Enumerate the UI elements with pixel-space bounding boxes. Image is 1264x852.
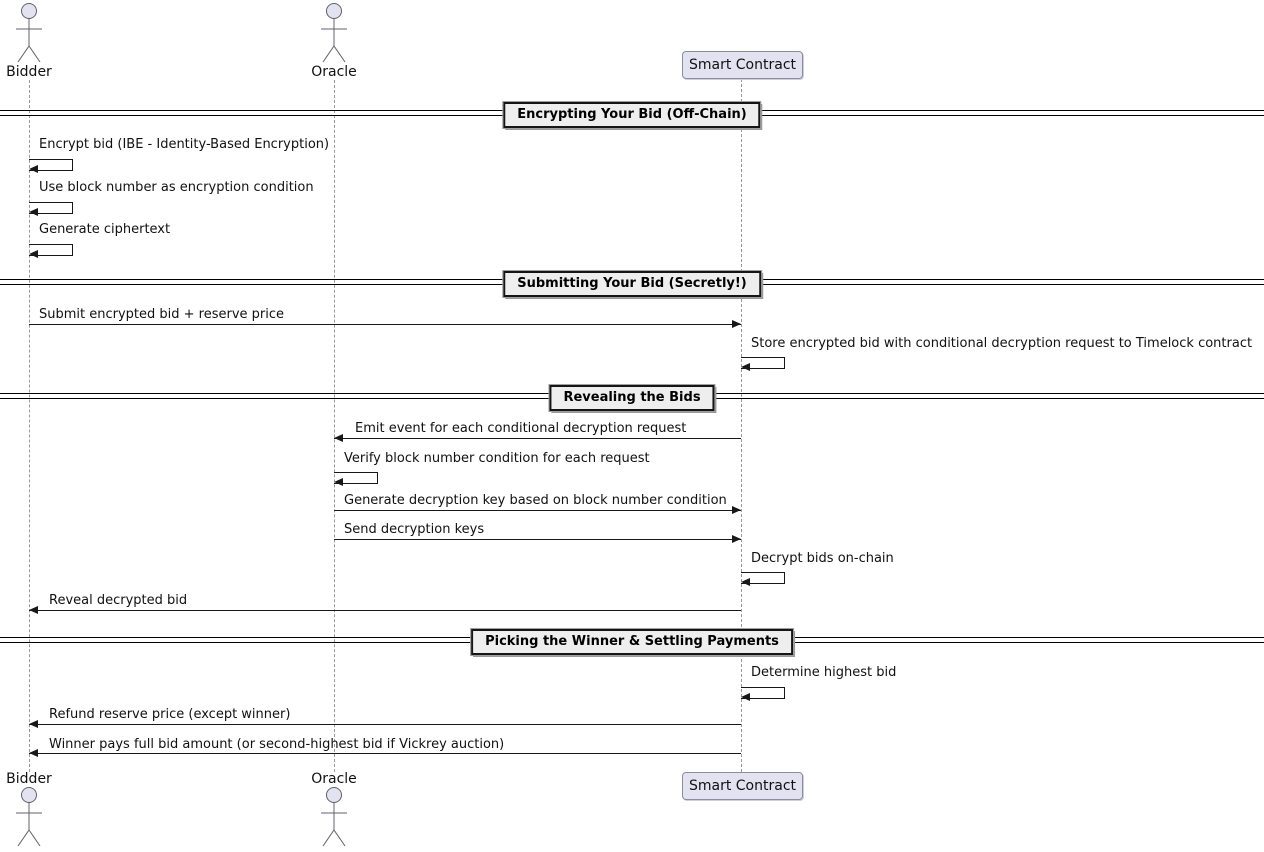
msg-verify-condition-arrow (334, 472, 378, 484)
msg-determine-highest-arrow (741, 687, 785, 699)
arrowhead (732, 535, 741, 543)
msg-generate-key-label: Generate decryption key based on block n… (344, 493, 727, 508)
arrowhead (29, 208, 38, 216)
msg-encrypt-bid-arrow (29, 159, 73, 171)
msg-decrypt-bids-label: Decrypt bids on-chain (751, 551, 894, 566)
msg-decrypt-bids-arrow (741, 572, 785, 584)
participant-smart-contract-bottom: Smart Contract (682, 772, 803, 800)
arrowhead (29, 165, 38, 173)
divider-revealing: Revealing the Bids (548, 384, 716, 412)
msg-refund-reserve-arrow (29, 724, 741, 725)
participant-smart-contract-label-bottom: Smart Contract (688, 778, 797, 794)
participant-smart-contract-label: Smart Contract (688, 57, 797, 73)
actor-oracle-icon (321, 3, 347, 63)
msg-store-bid-arrow (741, 357, 785, 369)
msg-generate-ciphertext-label: Generate ciphertext (39, 222, 171, 237)
arrowhead (741, 693, 750, 701)
msg-store-bid-label: Store encrypted bid with conditional dec… (751, 336, 1253, 351)
msg-submit-bid-arrow (29, 324, 741, 325)
arrowhead (732, 320, 741, 328)
msg-submit-bid-label: Submit encrypted bid + reserve price (39, 307, 285, 322)
divider-submitting: Submitting Your Bid (Secretly!) (502, 270, 762, 298)
arrowhead (29, 749, 38, 757)
arrowhead (741, 363, 750, 371)
msg-winner-pays-arrow (29, 753, 741, 754)
msg-block-number-arrow (29, 202, 73, 214)
lifeline-oracle (334, 80, 335, 772)
msg-determine-highest-label: Determine highest bid (751, 665, 897, 680)
msg-reveal-bid-label: Reveal decrypted bid (49, 593, 188, 608)
divider-encrypting: Encrypting Your Bid (Off-Chain) (502, 101, 762, 129)
arrowhead (29, 606, 38, 614)
msg-verify-condition-label: Verify block number condition for each r… (344, 451, 650, 466)
actor-bidder-label-bottom: Bidder (6, 771, 52, 787)
lifeline-bidder (29, 80, 30, 772)
actor-bidder-label: Bidder (6, 64, 52, 80)
actor-oracle-label-bottom: Oracle (311, 771, 357, 787)
msg-generate-ciphertext-arrow (29, 244, 73, 256)
arrowhead (741, 578, 750, 586)
actor-bidder-icon (16, 3, 42, 63)
msg-block-number-label: Use block number as encryption condition (39, 180, 314, 195)
arrowhead (29, 720, 38, 728)
participant-smart-contract-top: Smart Contract (682, 51, 803, 79)
msg-reveal-bid-arrow (29, 610, 741, 611)
msg-encrypt-bid-label: Encrypt bid (IBE - Identity-Based Encryp… (39, 137, 330, 152)
msg-generate-key-arrow (334, 510, 741, 511)
arrowhead (732, 506, 741, 514)
msg-emit-event-arrow (334, 438, 741, 439)
arrowhead (29, 250, 38, 258)
divider-picking-winner: Picking the Winner & Settling Payments (470, 628, 794, 656)
actor-bidder-icon-bottom (16, 787, 42, 847)
lifeline-smart-contract (741, 79, 742, 772)
msg-emit-event-label: Emit event for each conditional decrypti… (355, 421, 687, 436)
msg-refund-reserve-label: Refund reserve price (except winner) (49, 707, 291, 722)
msg-send-keys-label: Send decryption keys (344, 522, 485, 537)
actor-oracle-label: Oracle (311, 64, 357, 80)
msg-winner-pays-label: Winner pays full bid amount (or second-h… (49, 737, 505, 752)
arrowhead (334, 478, 343, 486)
actor-oracle-icon-bottom (321, 787, 347, 847)
arrowhead (334, 434, 343, 442)
msg-send-keys-arrow (334, 539, 741, 540)
